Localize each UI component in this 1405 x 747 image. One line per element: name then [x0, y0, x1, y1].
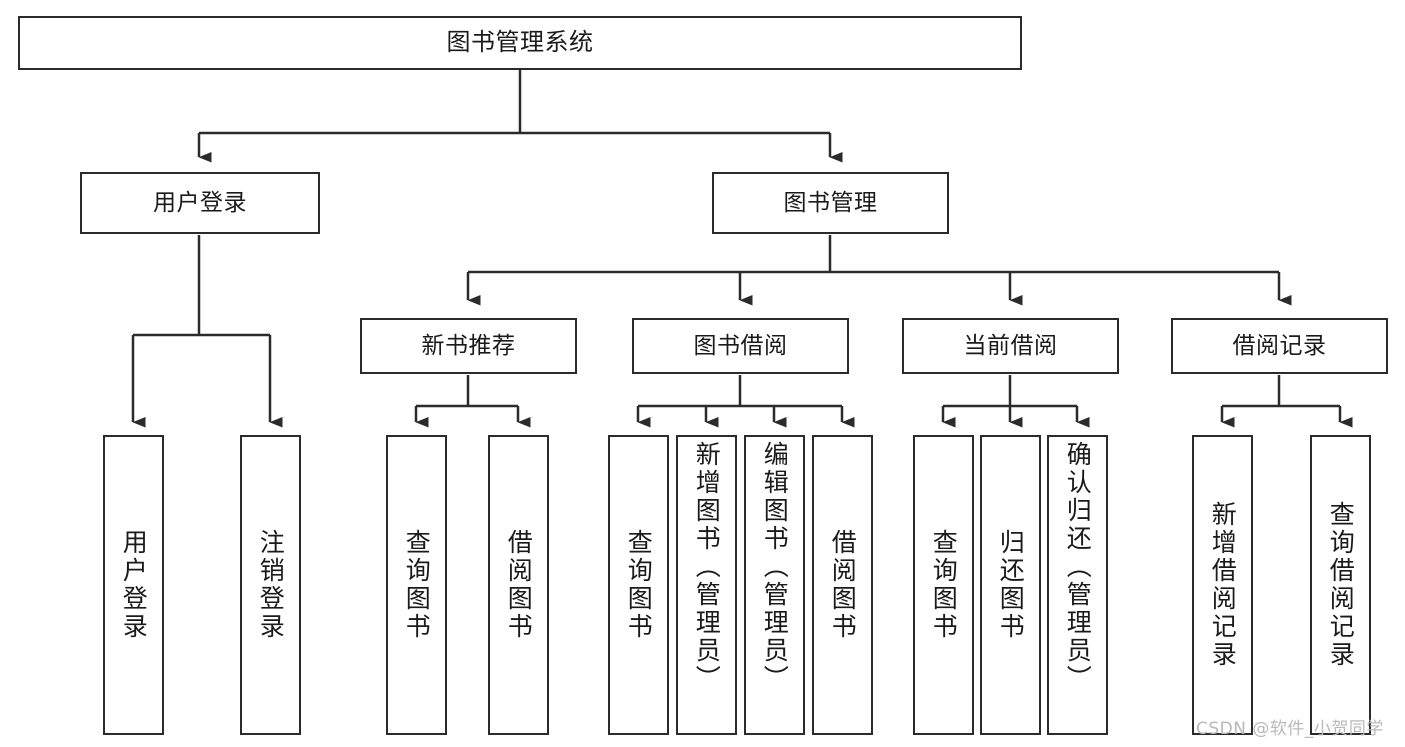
leaf-borrow-book-recommend[interactable]: 借阅图书 [488, 435, 549, 735]
node-label: 图书管理 [783, 189, 878, 216]
leaf-label: 借阅图书 [828, 529, 858, 641]
leaf-add-borrow-record[interactable]: 新增借阅记录 [1192, 435, 1253, 735]
leaf-label: 查询图书 [929, 529, 959, 641]
node-label: 用户登录 [153, 189, 247, 216]
leaf-query-book-recommend[interactable]: 查询图书 [386, 435, 447, 735]
node-label: 借阅记录 [1232, 332, 1327, 359]
node-current-borrow[interactable]: 当前借阅 [902, 318, 1119, 374]
node-book-borrow[interactable]: 图书借阅 [632, 318, 849, 374]
node-label: 图书借阅 [693, 332, 788, 359]
node-user-login[interactable]: 用户登录 [80, 172, 320, 234]
node-label: 新书推荐 [421, 332, 516, 359]
leaf-label: 确认归还（管理员） [1063, 441, 1093, 693]
leaf-label: 借阅图书 [504, 529, 534, 641]
leaf-label: 查询图书 [624, 529, 654, 641]
leaf-edit-book-admin[interactable]: 编辑图书（管理员） [744, 435, 805, 735]
node-root-system[interactable]: 图书管理系统 [18, 16, 1022, 70]
leaf-label: 归还图书 [996, 529, 1026, 641]
leaf-query-borrow-record[interactable]: 查询借阅记录 [1310, 435, 1371, 735]
leaf-query-book-current[interactable]: 查询图书 [913, 435, 974, 735]
leaf-label: 新增借阅记录 [1208, 501, 1238, 669]
watermark-text: CSDN @软件_小贺同学 [1196, 719, 1384, 739]
node-book-manage[interactable]: 图书管理 [712, 172, 949, 234]
leaf-label: 新增图书（管理员） [692, 441, 722, 693]
leaf-user-login[interactable]: 用户登录 [103, 435, 164, 735]
node-new-book-recommend[interactable]: 新书推荐 [360, 318, 577, 374]
leaf-add-book-admin[interactable]: 新增图书（管理员） [676, 435, 737, 735]
leaf-borrow-book[interactable]: 借阅图书 [812, 435, 873, 735]
leaf-return-book[interactable]: 归还图书 [980, 435, 1041, 735]
node-label: 当前借阅 [963, 332, 1058, 359]
leaf-label: 编辑图书（管理员） [760, 441, 790, 693]
leaf-query-book-borrow[interactable]: 查询图书 [608, 435, 669, 735]
leaf-label: 用户登录 [119, 529, 149, 641]
leaf-label: 查询借阅记录 [1326, 501, 1356, 669]
leaf-label: 查询图书 [402, 529, 432, 641]
leaf-confirm-return-admin[interactable]: 确认归还（管理员） [1047, 435, 1108, 735]
leaf-logout-login[interactable]: 注销登录 [240, 435, 301, 735]
leaf-label: 注销登录 [256, 529, 286, 641]
node-label: 图书管理系统 [446, 28, 594, 57]
node-borrow-record[interactable]: 借阅记录 [1171, 318, 1388, 374]
